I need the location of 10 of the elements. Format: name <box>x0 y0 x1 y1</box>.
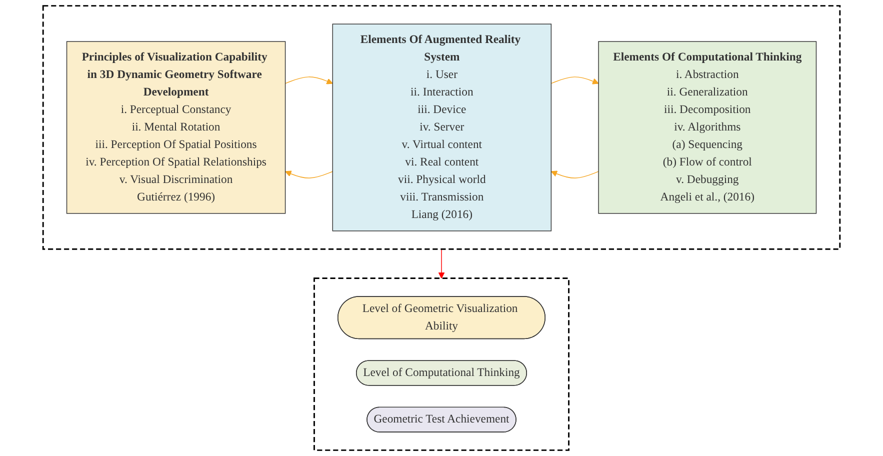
cluster <box>313 278 570 451</box>
arrow <box>284 76 333 84</box>
node-box: Elements Of Computational Thinking i. Abstraction ii. Generalization iii. Decomposition iv. Algorithms (a) Sequencing (b) Flow of control v. Debugging Angeli et al., (2016) <box>598 41 817 214</box>
cluster <box>42 5 841 250</box>
arrow <box>438 248 445 279</box>
node-box: Principles of Visualization Capability in 3D Dynamic Geometry Software Development i. Perceptual Constancy ii. Mental Rotation iii. Perception Of Spatial Positions iv. Perception Of Spatial Relationships v. Visual Discrimination Gutiérrez (1996) <box>66 41 286 214</box>
node-box: Elements Of Augmented Reality System i. User ii. Interaction iii. Device iv. Server v. Virtual content vi. Real content vii. Physical world viii. Transmission Liang (2016) <box>332 24 552 232</box>
arrow <box>285 170 333 178</box>
arrow <box>550 170 599 178</box>
arrow <box>550 76 599 84</box>
